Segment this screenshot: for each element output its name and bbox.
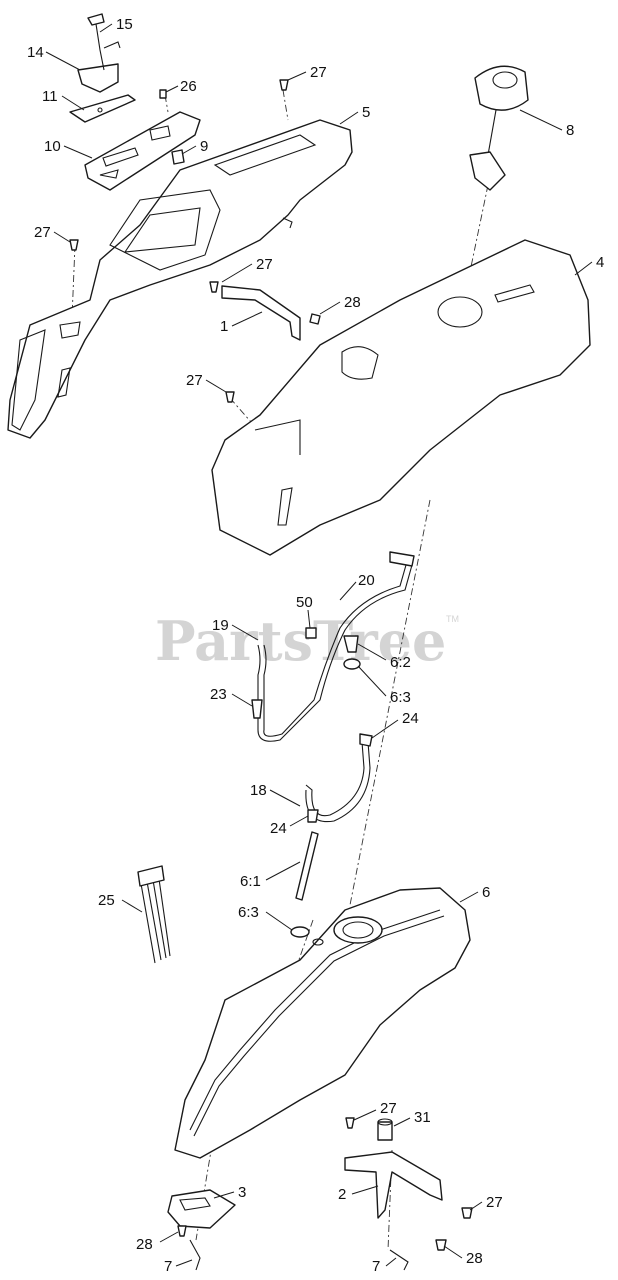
screw-part-26[interactable]: [159, 89, 167, 99]
screw-part-27-f[interactable]: [461, 1207, 473, 1219]
fuel-cap-part-8[interactable]: [469, 65, 529, 191]
clip-part-9[interactable]: [171, 149, 185, 165]
handle-part-14[interactable]: [77, 63, 119, 93]
callout-24-a: 24: [402, 710, 419, 727]
callout-27-b: 27: [34, 224, 51, 241]
fuel-tank-part-6[interactable]: [174, 887, 471, 1159]
callout-1: 1: [220, 318, 228, 335]
callout-5: 5: [362, 104, 370, 121]
bracket-part-2[interactable]: [344, 1151, 443, 1219]
callout-7-a: 7: [164, 1258, 172, 1275]
callout-11: 11: [42, 88, 58, 105]
clamp-part-24-b[interactable]: [307, 809, 319, 823]
fuel-pickup-part-6-1[interactable]: [295, 831, 319, 901]
screw-part-27-a[interactable]: [279, 79, 289, 91]
callout-20: 20: [358, 572, 375, 589]
callout-28-b: 28: [136, 1236, 153, 1253]
callout-4: 4: [596, 254, 604, 271]
connector-part-23[interactable]: [251, 699, 263, 719]
screw-part-27-c[interactable]: [209, 281, 219, 293]
callout-7-b: 7: [372, 1258, 380, 1275]
callout-10: 10: [44, 138, 61, 155]
callout-25: 25: [98, 892, 115, 909]
screw-part-28-b[interactable]: [177, 1225, 187, 1237]
grommet-part-6-3-b[interactable]: [290, 926, 310, 938]
callout-3: 3: [238, 1184, 246, 1201]
watermark-tm: TM: [446, 614, 459, 624]
callout-24-b: 24: [270, 820, 287, 837]
callout-labels: 15 14 26 11 27 5 10 9 8 27 4 27 28 1 27 …: [27, 16, 604, 1275]
rod-part-7-a[interactable]: [189, 1239, 201, 1271]
callout-19: 19: [212, 617, 229, 634]
callout-9: 9: [200, 138, 208, 155]
console-cover-part-5[interactable]: [7, 119, 353, 439]
callout-14: 14: [27, 44, 44, 61]
rod-part-7-b[interactable]: [389, 1249, 409, 1271]
clamp-part-24-a[interactable]: [359, 733, 373, 747]
callout-6-2: 6:2: [390, 654, 411, 671]
grommet-part-6-3-a[interactable]: [343, 658, 361, 670]
callout-23: 23: [210, 686, 227, 703]
callout-15: 15: [116, 16, 133, 33]
bracket-part-3[interactable]: [167, 1189, 236, 1229]
callout-28-a: 28: [344, 294, 361, 311]
bracket-part-1[interactable]: [221, 285, 301, 341]
callout-27-f: 27: [486, 1194, 503, 1211]
shift-lever-part-15[interactable]: [87, 13, 121, 71]
callout-50: 50: [296, 594, 313, 611]
plate-part-11[interactable]: [69, 94, 136, 123]
callout-18: 18: [250, 782, 267, 799]
screw-part-27-d[interactable]: [225, 391, 235, 403]
callout-28-c: 28: [466, 1250, 483, 1267]
fuel-line-part-20[interactable]: [257, 551, 415, 742]
screw-part-27-e[interactable]: [345, 1117, 355, 1129]
callout-31: 31: [414, 1109, 431, 1126]
cable-ties-part-25[interactable]: [137, 865, 171, 964]
callout-27-a: 27: [310, 64, 327, 81]
screw-part-27-b[interactable]: [69, 239, 79, 251]
callout-2: 2: [338, 1186, 346, 1203]
callout-27-d: 27: [186, 372, 203, 389]
callout-26: 26: [180, 78, 197, 95]
elbow-part-6-2[interactable]: [343, 635, 359, 653]
plate-part-10[interactable]: [84, 111, 201, 191]
callout-6-1: 6:1: [240, 873, 261, 890]
tank-shroud-part-4[interactable]: [211, 239, 591, 556]
callout-27-e: 27: [380, 1100, 397, 1117]
bumper-part-31[interactable]: [377, 1118, 393, 1141]
screw-part-28-c[interactable]: [435, 1239, 447, 1251]
fitting-part-50[interactable]: [305, 627, 317, 639]
callout-6: 6: [482, 884, 490, 901]
leader-lines: [45, 23, 593, 1267]
callout-8: 8: [566, 122, 574, 139]
callout-6-3-a: 6:3: [390, 689, 411, 706]
callout-6-3-b: 6:3: [238, 904, 259, 921]
callout-27-c: 27: [256, 256, 273, 273]
screw-part-28-a[interactable]: [309, 313, 321, 325]
